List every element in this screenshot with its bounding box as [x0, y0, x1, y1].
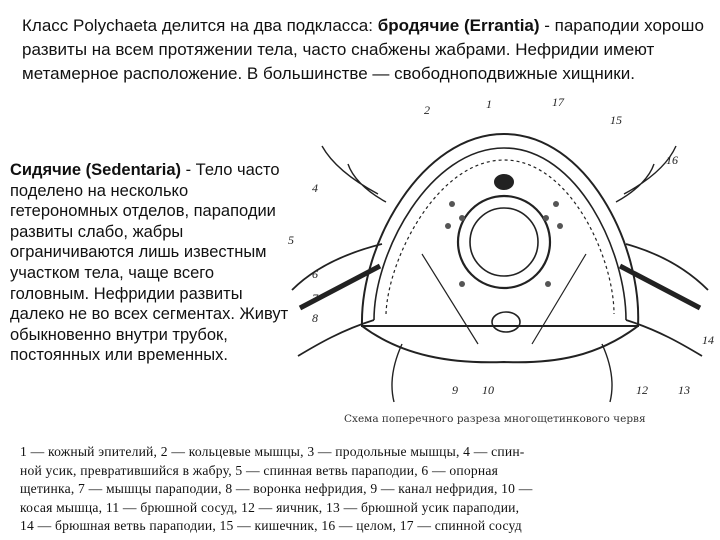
intestine: [456, 194, 552, 290]
figure-number: 9: [452, 383, 458, 397]
right-parapodium: [625, 243, 709, 357]
legend-line: 14 — брюшная ветвь параподии, 15 — кишеч…: [20, 518, 522, 534]
left-parapodium: [291, 243, 383, 357]
intro-paragraph: Класс Polychaeta делится на два подкласс…: [22, 14, 710, 86]
figure-number: 14: [702, 333, 714, 347]
body-wall-inner: [373, 147, 627, 321]
cross-section-diagram: 1 2 4 5 6 7 8 9 10 12 13 14 15 16 17: [288, 95, 714, 403]
legend-line: щетинка, 7 — мышцы параподии, 8 — воронк…: [20, 481, 533, 497]
figure-number: 7: [312, 291, 319, 305]
figure-legend: 1 — кожный эпителий, 2 — кольцевые мышцы…: [20, 443, 712, 536]
left-gill: [321, 145, 387, 203]
right-gill: [615, 145, 677, 203]
figure-number: 12: [636, 383, 648, 397]
figure-number: 13: [678, 383, 690, 397]
ventral-vessel: [491, 311, 521, 333]
oblique-muscle-right: [531, 253, 587, 345]
figure-caption: Схема поперечного разреза многощетинково…: [344, 413, 646, 425]
figure-number: 10: [482, 383, 494, 397]
figure-number: 4: [312, 181, 318, 195]
figure-number: 15: [610, 113, 622, 127]
dorsal-vessel: [494, 174, 514, 190]
intro-lead: Класс Polychaeta делится на два подкласс…: [22, 16, 378, 35]
muscle-layer: [385, 159, 615, 315]
intestine-lumen: [469, 207, 539, 277]
figure-number: 6: [312, 267, 318, 281]
sedentaria-text: - Тело часто поделено на несколько гетер…: [10, 161, 289, 365]
ventral-cirrus-right: [601, 343, 613, 403]
left-bristle: [298, 263, 382, 311]
figure-number: 17: [552, 95, 565, 109]
ventral-cirrus-left: [391, 343, 403, 403]
legend-line: 1 — кожный эпителий, 2 — кольцевые мышцы…: [20, 444, 525, 459]
body-wall-outer: [360, 132, 640, 327]
ventral-wall: [361, 325, 639, 364]
right-bristle: [618, 263, 702, 311]
sedentaria-term: Сидячие (Sedentaria): [10, 161, 182, 179]
sedentaria-paragraph: Сидячие (Sedentaria) - Тело часто поделе…: [10, 160, 295, 366]
intro-rest: - параподии хорошо развиты на всем протя…: [22, 16, 704, 83]
oblique-muscle-left: [421, 253, 479, 345]
errantia-term: бродячие (Errantia): [377, 16, 540, 35]
figure-number: 16: [666, 153, 678, 167]
figure-number: 8: [312, 311, 318, 325]
legend-line: косая мышца, 11 — брюшной сосуд, 12 — яи…: [20, 499, 520, 515]
figure-number: 2: [424, 103, 430, 117]
figure-number: 5: [288, 233, 294, 247]
figure-number: 1: [486, 97, 492, 111]
legend-line: ной усик, превратившийся в жабру, 5 — сп…: [20, 462, 499, 478]
